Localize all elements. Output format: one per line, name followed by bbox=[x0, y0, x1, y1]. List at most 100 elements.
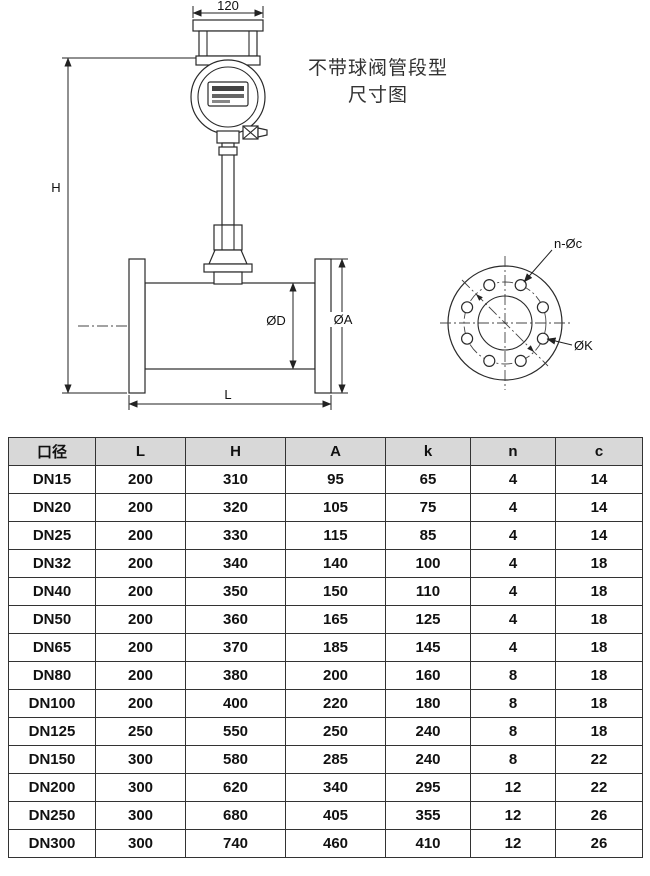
table-header-cell: k bbox=[385, 437, 471, 466]
dim-A: ØA bbox=[329, 258, 358, 394]
table-cell: 8 bbox=[470, 689, 556, 718]
table-cell: 165 bbox=[285, 605, 386, 634]
table-cell: 105 bbox=[285, 493, 386, 522]
table-cell: 200 bbox=[95, 661, 186, 690]
table-cell: 310 bbox=[185, 465, 286, 494]
table-cell: 12 bbox=[470, 773, 556, 802]
head-cap bbox=[192, 19, 264, 32]
table-cell: 220 bbox=[285, 689, 386, 718]
table-cell: 12 bbox=[470, 829, 556, 858]
table-cell-diameter: DN80 bbox=[8, 661, 96, 690]
taper bbox=[208, 249, 248, 265]
table-cell: 14 bbox=[555, 521, 643, 550]
bolt-hole bbox=[461, 301, 474, 314]
table-cell-diameter: DN100 bbox=[8, 689, 96, 718]
bolt-circle bbox=[463, 281, 547, 365]
flowmeter-drawing: 120 H ØD ØA L bbox=[51, 0, 593, 410]
table-cell: 18 bbox=[555, 549, 643, 578]
table-cell: 680 bbox=[185, 801, 286, 830]
table-cell: 8 bbox=[470, 661, 556, 690]
table-cell: 300 bbox=[95, 773, 186, 802]
table-header-cell: H bbox=[185, 437, 286, 466]
table-cell: 200 bbox=[95, 605, 186, 634]
transmitter-head bbox=[190, 19, 268, 285]
stem-coupler bbox=[218, 146, 238, 156]
table-cell: 355 bbox=[385, 801, 471, 830]
table-cell: 350 bbox=[185, 577, 286, 606]
table-cell: 4 bbox=[470, 521, 556, 550]
bolt-hole bbox=[483, 354, 496, 367]
dim-120-label: 120 bbox=[217, 0, 239, 13]
table-cell: 240 bbox=[385, 717, 471, 746]
table-cell: 95 bbox=[285, 465, 386, 494]
diagram-title-line2: 尺寸图 bbox=[347, 84, 408, 106]
hex-nut bbox=[213, 224, 243, 251]
table-cell: 340 bbox=[285, 773, 386, 802]
table-cell: 4 bbox=[470, 493, 556, 522]
table-cell: 4 bbox=[470, 549, 556, 578]
table-cell: 200 bbox=[95, 577, 186, 606]
terminal-box bbox=[198, 30, 258, 57]
table-cell: 140 bbox=[285, 549, 386, 578]
table-header-cell: n bbox=[470, 437, 556, 466]
table-cell: 125 bbox=[385, 605, 471, 634]
table-cell: 18 bbox=[555, 661, 643, 690]
table-header-cell: L bbox=[95, 437, 186, 466]
table-cell: 14 bbox=[555, 493, 643, 522]
table-header-cell: c bbox=[555, 437, 643, 466]
table-cell: 85 bbox=[385, 521, 471, 550]
table-cell: 200 bbox=[95, 521, 186, 550]
display-bar bbox=[212, 94, 244, 98]
table-cell: 160 bbox=[385, 661, 471, 690]
table-cell: 200 bbox=[95, 549, 186, 578]
table-cell: 12 bbox=[470, 801, 556, 830]
table-cell: 200 bbox=[95, 493, 186, 522]
table-cell-diameter: DN50 bbox=[8, 605, 96, 634]
bolt-hole bbox=[461, 332, 474, 345]
table-cell-diameter: DN150 bbox=[8, 745, 96, 774]
bolt-hole bbox=[514, 354, 527, 367]
table-cell: 405 bbox=[285, 801, 386, 830]
table-cell: 330 bbox=[185, 521, 286, 550]
bolt-hole bbox=[514, 279, 527, 292]
table-header-cell: 口径 bbox=[8, 437, 96, 466]
table-cell: 8 bbox=[470, 745, 556, 774]
table-cell: 580 bbox=[185, 745, 286, 774]
table-cell: 320 bbox=[185, 493, 286, 522]
table-cell: 8 bbox=[470, 717, 556, 746]
table-cell: 185 bbox=[285, 633, 386, 662]
diagonal-arrow bbox=[476, 294, 483, 301]
table-cell: 250 bbox=[95, 717, 186, 746]
table-cell: 360 bbox=[185, 605, 286, 634]
table-cell: 18 bbox=[555, 717, 643, 746]
table-cell-diameter: DN200 bbox=[8, 773, 96, 802]
table-cell: 200 bbox=[285, 661, 386, 690]
table-cell: 550 bbox=[185, 717, 286, 746]
table-cell: 240 bbox=[385, 745, 471, 774]
table-cell: 620 bbox=[185, 773, 286, 802]
dim-D-label: ØD bbox=[266, 313, 286, 328]
table-cell: 65 bbox=[385, 465, 471, 494]
table-cell: 14 bbox=[555, 465, 643, 494]
left-flange bbox=[128, 258, 146, 394]
table-cell: 4 bbox=[470, 577, 556, 606]
dim-L: L bbox=[128, 387, 332, 410]
table-cell: 18 bbox=[555, 605, 643, 634]
table-cell: 26 bbox=[555, 829, 643, 858]
table-cell: 115 bbox=[285, 521, 386, 550]
diagram-title: 不带球阀管段型 尺寸图 bbox=[283, 56, 473, 109]
mount-neck bbox=[213, 271, 243, 285]
table-cell: 400 bbox=[185, 689, 286, 718]
